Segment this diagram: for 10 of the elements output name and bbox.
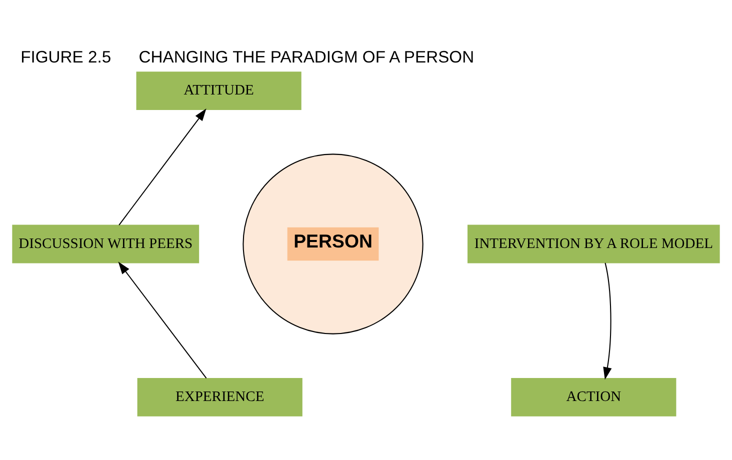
- arrow: [118, 261, 207, 378]
- node-circle: PERSON: [242, 153, 424, 334]
- node-box: DISCUSSION WITH PEERS: [12, 224, 200, 263]
- node-box: ATTITUDE: [136, 71, 302, 110]
- arrow: [603, 262, 612, 380]
- node-box: INTERVENTION BY A ROLE MODEL: [468, 224, 720, 263]
- node-box: EXPERIENCE: [137, 377, 302, 416]
- diagram-title: FIGURE 2.5 CHANGING THE PARADIGM OF A PERSON: [20, 47, 474, 66]
- node-box: ACTION: [511, 377, 676, 416]
- arrow: [118, 108, 206, 225]
